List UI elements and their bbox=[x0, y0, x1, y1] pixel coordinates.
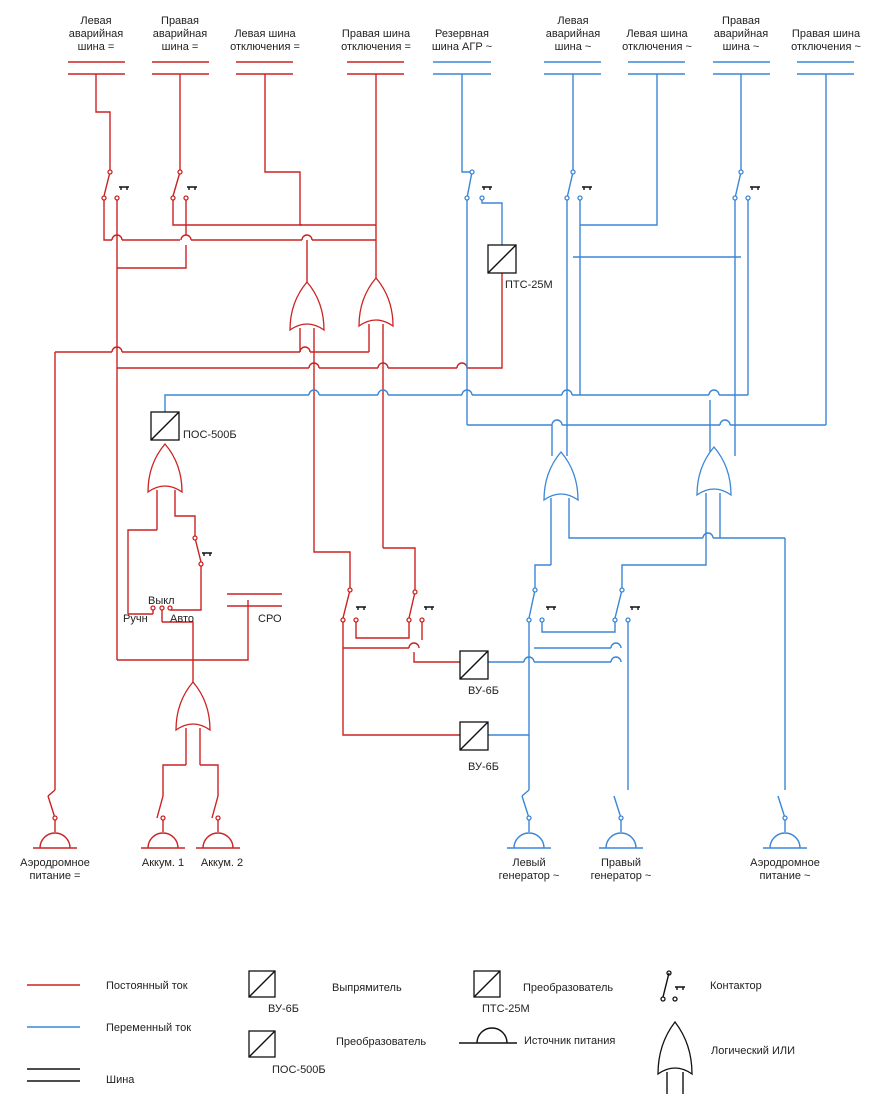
source-label-2: Аккум. 1 bbox=[142, 857, 184, 869]
legend-bus-label: Шина bbox=[106, 1074, 135, 1086]
legend-converter2-tag: ПТС-25М bbox=[482, 1003, 530, 1015]
legend-ac-label: Переменный ток bbox=[106, 1022, 191, 1034]
legend-dc-label: Постоянный ток bbox=[106, 980, 188, 992]
sro-label: СРО bbox=[258, 613, 282, 625]
legend: Постоянный ток Переменный ток Шина ВУ-6Б… bbox=[27, 970, 795, 1094]
legend-rectifier-label: Выпрямитель bbox=[332, 982, 402, 994]
legend-contactor-label: Контактор bbox=[710, 980, 762, 992]
ac-wiring bbox=[164, 74, 827, 849]
device-boxes bbox=[150, 244, 517, 751]
pos-label: ПОС-500Б bbox=[183, 429, 237, 441]
contactor-marks-dc bbox=[119, 186, 434, 610]
switch-manual-label: Ручн bbox=[123, 613, 148, 625]
legend-or-label: Логический ИЛИ bbox=[711, 1045, 795, 1057]
source-label-3: Аккум. 2 bbox=[201, 857, 243, 869]
switch-off-label: Выкл bbox=[148, 595, 175, 607]
legend-converter1-tag: ПОС-500Б bbox=[272, 1064, 326, 1076]
vu-label-1: ВУ-6Б bbox=[468, 685, 499, 697]
legend-rectifier-tag: ВУ-6Б bbox=[268, 1003, 299, 1015]
bus-bars bbox=[68, 61, 854, 75]
pts-label: ПТС-25М bbox=[505, 279, 553, 291]
switch-auto-label: Авто bbox=[170, 613, 194, 625]
legend-converter2-label: Преобразователь bbox=[523, 982, 613, 994]
vu-label-2: ВУ-6Б bbox=[468, 761, 499, 773]
legend-source-label: Источник питания bbox=[524, 1035, 615, 1047]
contactor-marks-ac bbox=[482, 186, 760, 610]
dc-wiring bbox=[33, 74, 503, 849]
legend-converter1-label: Преобразователь bbox=[336, 1036, 426, 1048]
